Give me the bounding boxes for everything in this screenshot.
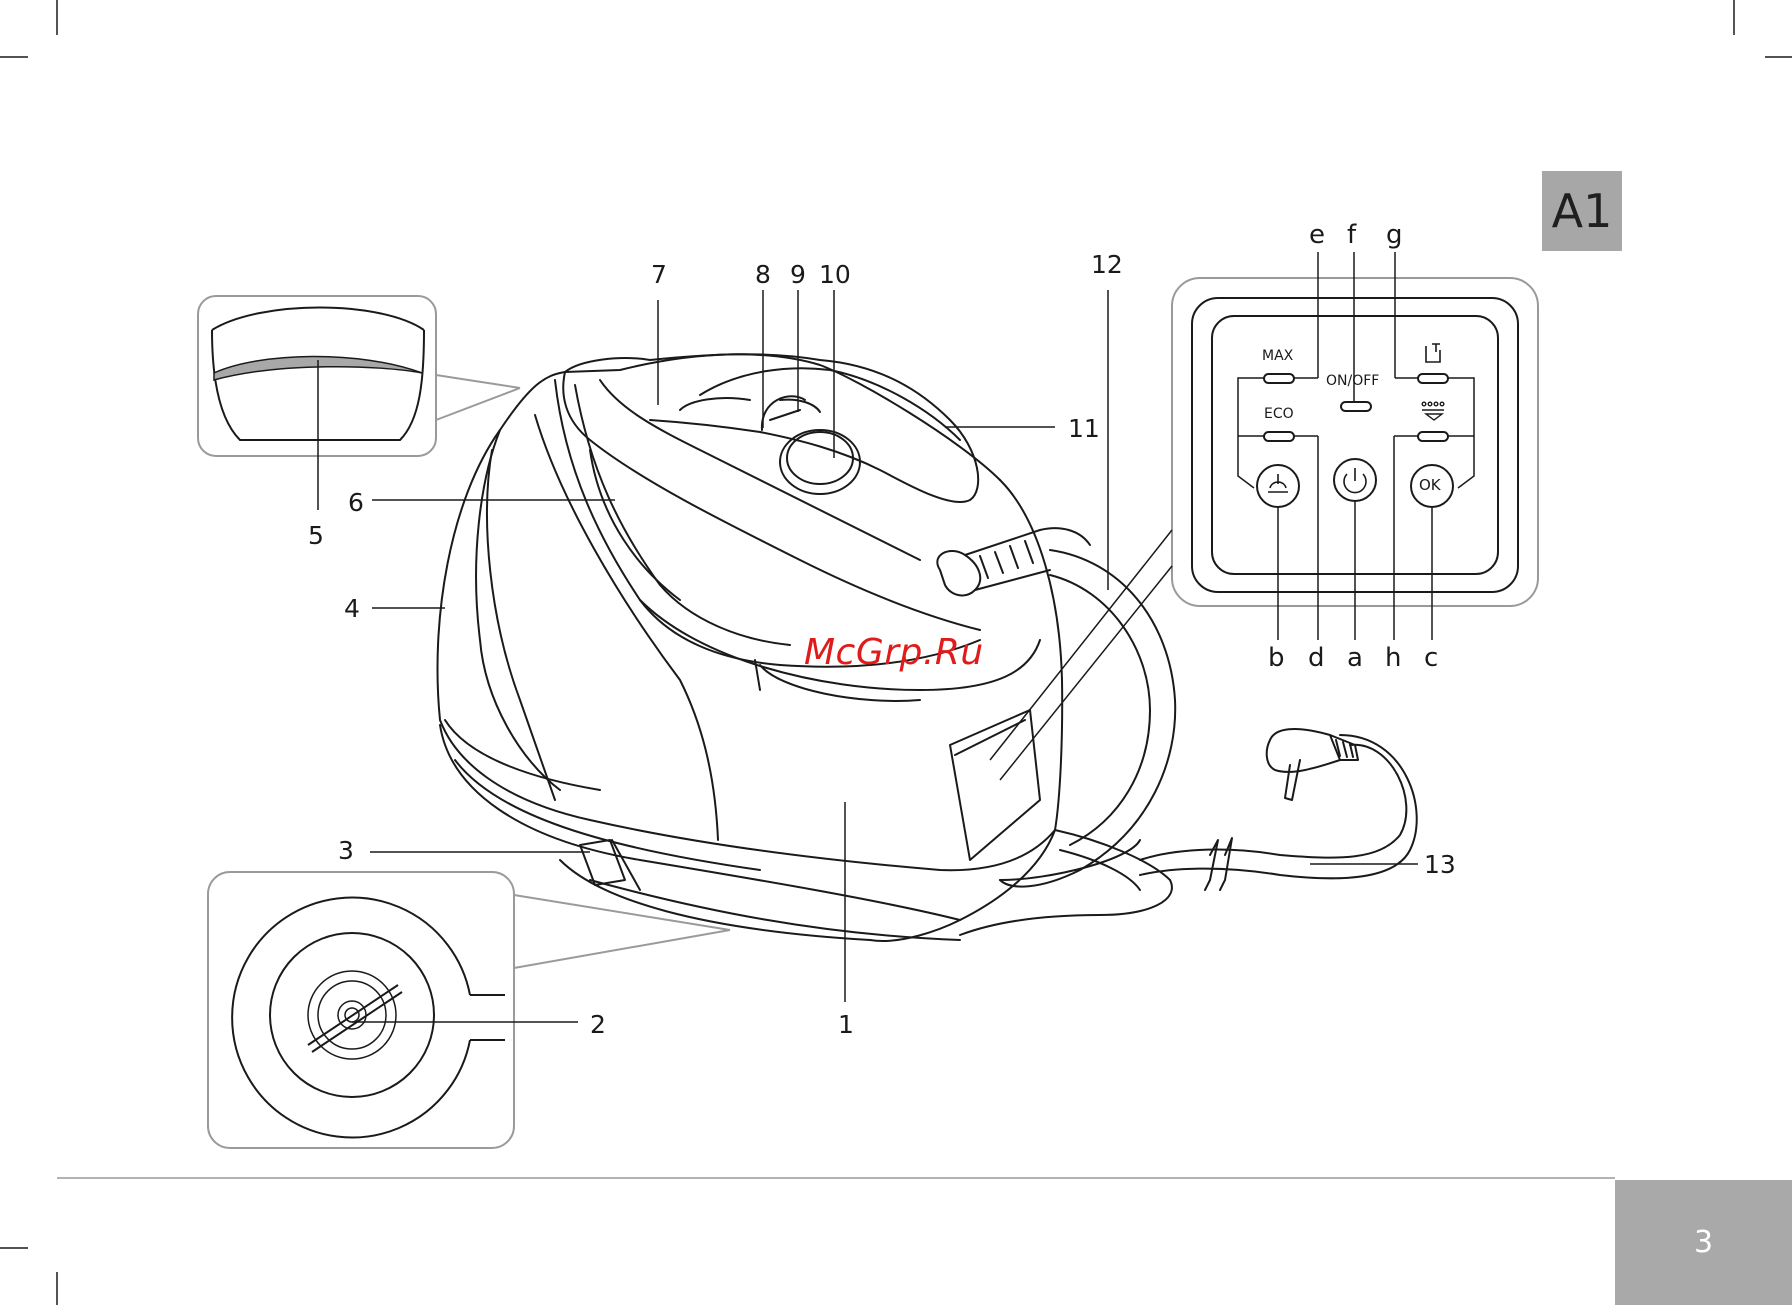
watermark: McGrp.Ru <box>804 632 984 673</box>
callout-10: 10 <box>819 262 851 287</box>
panel-callout-d: d <box>1308 645 1325 671</box>
base-valve-detail <box>208 872 730 1148</box>
section-tag: A1 <box>1542 171 1622 251</box>
callout-9: 9 <box>790 262 806 287</box>
callout-11: 11 <box>1068 416 1100 441</box>
page-number: 3 <box>1615 1180 1792 1305</box>
callout-3: 3 <box>338 838 354 863</box>
callout-12: 12 <box>1091 252 1123 277</box>
panel-callout-g: g <box>1386 222 1403 248</box>
panel-label-eco: ECO <box>1264 407 1294 421</box>
water-level-detail <box>198 296 520 510</box>
panel-callout-h: h <box>1385 645 1401 671</box>
callout-1: 1 <box>838 1012 854 1037</box>
callout-13: 13 <box>1424 852 1456 877</box>
callout-8: 8 <box>755 262 771 287</box>
panel-callout-b: b <box>1268 645 1285 671</box>
callout-4: 4 <box>344 596 360 621</box>
panel-callout-a: a <box>1347 645 1363 671</box>
panel-callout-f: f <box>1347 222 1356 248</box>
callout-5: 5 <box>308 523 324 548</box>
panel-callout-e: e <box>1309 222 1325 248</box>
callout-6: 6 <box>348 490 364 515</box>
callout-2: 2 <box>590 1012 606 1037</box>
control-panel-detail <box>990 252 1538 780</box>
panel-callout-c: c <box>1424 645 1438 671</box>
panel-label-on-off: ON/OFF <box>1326 374 1379 388</box>
panel-label-max: MAX <box>1262 349 1293 363</box>
panel-label-ok: OK <box>1419 478 1441 493</box>
callout-7: 7 <box>651 262 667 287</box>
